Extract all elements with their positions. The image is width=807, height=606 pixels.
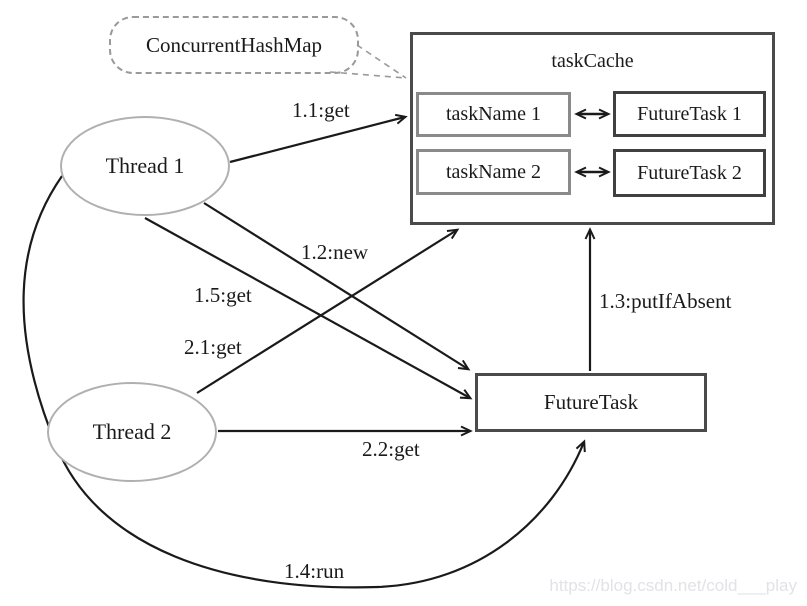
bubble-tail-upper-line bbox=[356, 44, 407, 79]
edge-label-1-5-get: 1.5:get bbox=[194, 283, 252, 307]
taskcache-title: taskCache bbox=[551, 50, 634, 72]
thread1-node: Thread 1 bbox=[60, 116, 230, 216]
edge-label-1-3-putifabsent: 1.3:putIfAbsent bbox=[599, 289, 732, 313]
concurrenthashmap-label: ConcurrentHashMap bbox=[145, 32, 323, 57]
edge-label-1-2-new: 1.2:new bbox=[301, 240, 369, 264]
thread2-label: Thread 2 bbox=[92, 419, 172, 444]
edge-label-1-1-get: 1.1:get bbox=[292, 98, 350, 122]
taskcache-box bbox=[410, 32, 775, 225]
futuretask-box: FutureTask bbox=[475, 373, 707, 432]
thread2-node: Thread 2 bbox=[47, 382, 217, 482]
futuretask-label: FutureTask bbox=[543, 390, 639, 414]
edge-label-2-2-get: 2.2:get bbox=[362, 437, 420, 461]
edge-1-5-get bbox=[144, 217, 473, 400]
edge-label-1-4-run: 1.4:run bbox=[284, 559, 345, 583]
concurrenthashmap-callout: ConcurrentHashMap bbox=[109, 16, 359, 74]
taskname1-box: taskName 1 bbox=[416, 92, 571, 137]
edge-1-4-run bbox=[22, 175, 586, 589]
edge-2-1-get bbox=[196, 228, 460, 394]
taskname2-label: taskName 2 bbox=[446, 160, 541, 183]
edge-1-2-new bbox=[203, 202, 471, 371]
bubble-tail-lower-line bbox=[329, 71, 407, 79]
thread1-label: Thread 1 bbox=[105, 153, 185, 178]
futuretask2-label: FutureTask 2 bbox=[637, 161, 742, 184]
futuretask2-box: FutureTask 2 bbox=[613, 149, 766, 197]
futuretask1-label: FutureTask 1 bbox=[637, 102, 742, 125]
edge-1-1-get bbox=[229, 113, 408, 164]
watermark-text: https://blog.csdn.net/cold___play bbox=[549, 576, 797, 595]
taskname2-box: taskName 2 bbox=[416, 149, 571, 195]
futuretask1-box: FutureTask 1 bbox=[613, 91, 766, 137]
taskname1-label: taskName 1 bbox=[446, 103, 541, 125]
edge-label-2-1-get: 2.1:get bbox=[184, 335, 242, 359]
